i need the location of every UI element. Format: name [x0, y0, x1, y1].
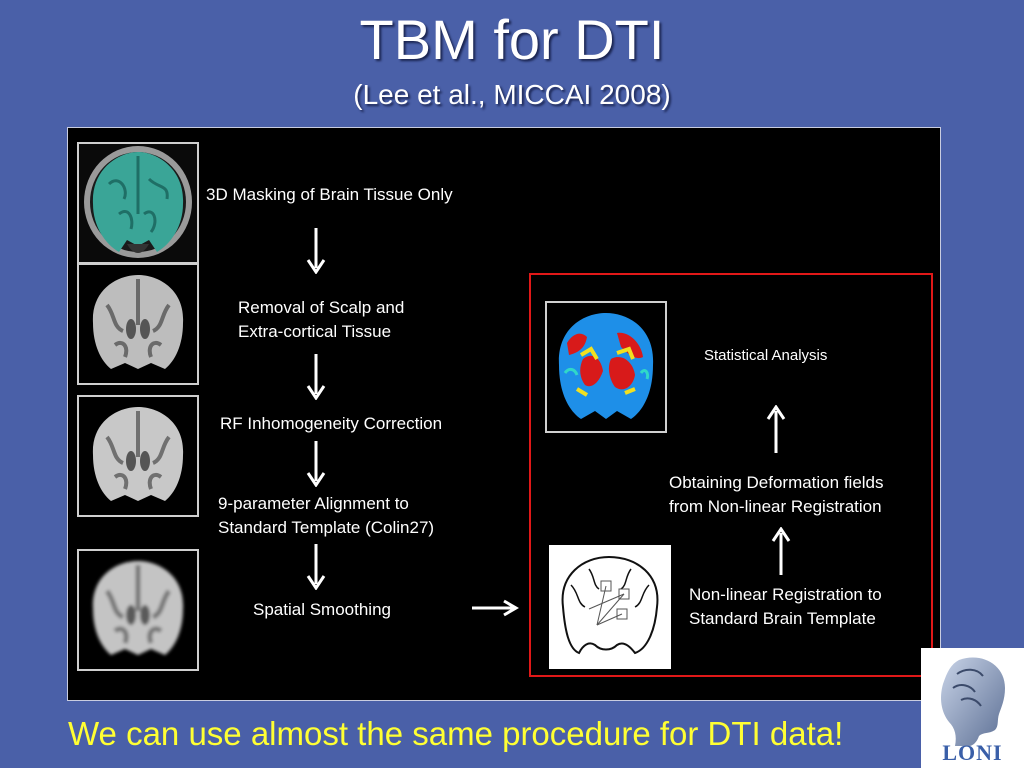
slide-subtitle: (Lee et al., MICCAI 2008) [353, 79, 671, 110]
slide-title: TBM for DTI [359, 8, 665, 71]
scalp-removed-brain-image [77, 263, 199, 385]
registration-diagram-image [549, 545, 671, 669]
smoothed-brain-image [77, 549, 199, 671]
loni-logo: LONI [921, 648, 1024, 768]
down-arrow-icon [306, 228, 326, 274]
step-rf-correction-label: RF Inhomogeneity Correction [220, 414, 443, 433]
step-smoothing-label: Spatial Smoothing [253, 600, 391, 619]
pipeline-figure: 3D Masking of Brain Tissue Only Removal … [67, 127, 941, 701]
masked-brain-image [77, 142, 199, 264]
statistical-analysis-label: Statistical Analysis [704, 347, 828, 364]
up-arrow-icon [766, 405, 786, 453]
down-arrow-icon [306, 544, 326, 590]
nonlinear-registration-label: Non-linear Registration to Standard Brai… [689, 585, 882, 628]
right-arrow-icon [472, 599, 519, 617]
up-arrow-icon [771, 527, 791, 575]
step-scalp-removal-label: Removal of Scalp and Extra-cortical Tiss… [238, 298, 405, 341]
rf-corrected-brain-image [77, 395, 199, 517]
down-arrow-icon [306, 354, 326, 400]
down-arrow-icon [306, 441, 326, 487]
head-logo-icon [941, 657, 1005, 746]
deformation-fields-label: Obtaining Deformation fields from Non-li… [669, 473, 884, 516]
logo-text: LONI [942, 740, 1003, 765]
footer-note: We can use almost the same procedure for… [68, 715, 844, 752]
step-masking-label: 3D Masking of Brain Tissue Only [206, 185, 453, 204]
nonlinear-registration-box: Statistical Analysis Obtaining Deformati… [529, 273, 933, 677]
statistical-map-image [545, 301, 667, 433]
step-alignment-label: 9-parameter Alignment to Standard Templa… [218, 494, 435, 537]
